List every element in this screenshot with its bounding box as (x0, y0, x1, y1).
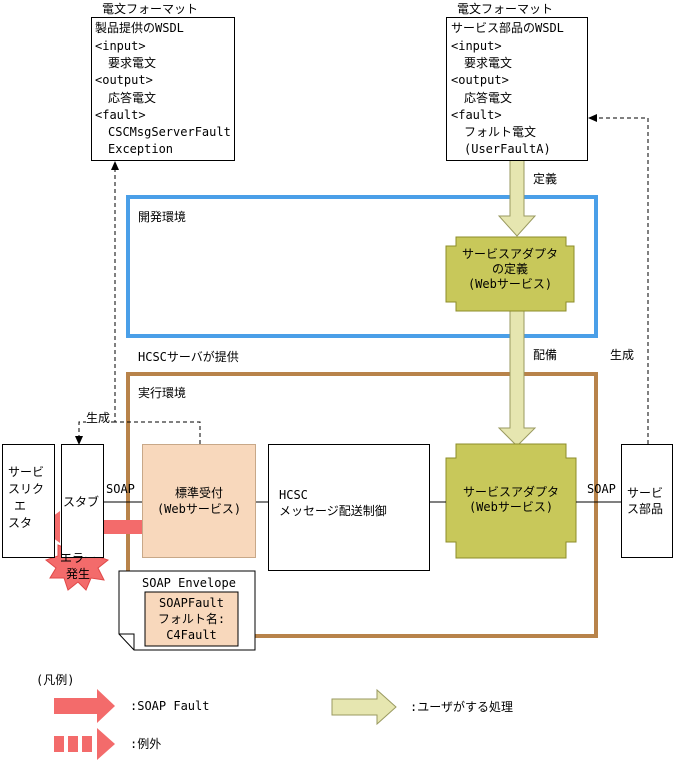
wsdl-right-line: <fault> (451, 108, 502, 122)
envelope-fault-line: SOAPFault (158, 596, 225, 610)
legend-exception-label: :例外 (130, 737, 162, 751)
adapter-rt-text: サービスアダプタ (Webサービス) (446, 485, 576, 515)
wsdl-right-line: <output> (451, 73, 509, 87)
adapter-def-line: の定義 (491, 262, 528, 276)
adapter-rt-line: サービスアダプタ (462, 485, 559, 499)
hcsc-provides-label: HCSCサーバが提供 (138, 350, 239, 364)
wsdl-right-line: 応答電文 (464, 91, 513, 105)
define-label: 定義 (533, 172, 558, 186)
standard-reception-box: 標準受付 (Webサービス) (142, 444, 256, 558)
stub-box: スタブ (61, 444, 104, 558)
standard-reception-line: (Webサービス) (156, 502, 242, 516)
wsdl-right-line: 要求電文 (464, 56, 513, 70)
service-component-line: サービ (627, 486, 664, 500)
legend-title: (凡例) (36, 673, 75, 687)
soap-left-label: SOAP (106, 482, 135, 496)
generate-right-label: 生成 (610, 348, 635, 362)
adapter-def-text: サービスアダプタ の定義 (Webサービス) (446, 247, 574, 292)
runtime-env-label: 実行環境 (138, 386, 187, 400)
wsdl-left-line: 要求電文 (108, 56, 157, 70)
wsdl-right-line: フォルト電文 (464, 125, 537, 139)
service-component-line: ス部品 (627, 502, 664, 516)
envelope-title: SOAP Envelope (142, 576, 236, 590)
stub-label: スタブ (63, 495, 100, 509)
service-requester-line: スリク (8, 482, 45, 496)
dev-env-label: 開発環境 (138, 210, 187, 224)
service-component-text: サービ ス部品 (627, 485, 663, 517)
legend-soap-fault-arrow (54, 689, 115, 723)
legend-soap-fault-label: :SOAP Fault (130, 699, 210, 713)
generate-right-line (595, 117, 649, 444)
wsdl-left-box: 製品提供のWSDL <input> 要求電文 <output> 応答電文 <fa… (91, 17, 235, 161)
generate-right-head (588, 114, 597, 122)
service-requester-box: サービ スリク エ スタ (2, 444, 55, 558)
wsdl-left-line: <input> (95, 39, 146, 53)
adapter-def-line: サービスアダプタ (461, 247, 558, 261)
adapter-def-shape (445, 236, 575, 312)
adapter-rt-shape (445, 443, 577, 559)
dev-env-frame (126, 195, 598, 338)
envelope-fault-text: SOAPFault フォルト名: C4Fault (145, 595, 238, 643)
wsdl-right-line: (UserFaultA) (464, 142, 551, 156)
soap-right-label: SOAP (587, 482, 616, 496)
legend-user-arrow (331, 688, 397, 726)
error-burst-line: 発生 (65, 567, 90, 581)
envelope-fault-line: C4Fault (166, 628, 217, 642)
envelope-fault-line: フォルト名: (157, 612, 226, 626)
generate-left-line-down (78, 421, 115, 437)
wsdl-left-line: 応答電文 (108, 91, 157, 105)
legend-user-process-label: :ユーザがする処理 (410, 700, 513, 714)
error-burst-text: エラー 発生 (56, 550, 100, 582)
wsdl-left-line: <output> (95, 73, 153, 87)
generate-left-head-up (111, 161, 119, 170)
envelope-fold (119, 633, 135, 650)
hcsc-routing-line: メッセージ配送制御 (279, 504, 387, 518)
wsdl-right-line: サービス部品のWSDL (451, 21, 564, 35)
adapter-def-line: (Webサービス) (467, 277, 553, 291)
legend-exception-dash-3 (82, 736, 92, 752)
wsdl-right-box: サービス部品のWSDL <input> 要求電文 <output> 応答電文 <… (446, 17, 588, 161)
wsdl-left-caption: 電文フォーマット (102, 2, 199, 16)
legend-exception-dash-1 (54, 736, 64, 752)
wsdl-left-line: <fault> (95, 108, 146, 122)
generate-left-label: 生成 (86, 411, 111, 425)
deploy-arrow (497, 310, 537, 447)
wsdl-left-line: 製品提供のWSDL (95, 21, 184, 35)
service-component-box: サービ ス部品 (621, 444, 673, 558)
service-requester-line: サービ (8, 465, 45, 479)
service-requester-line: スタ (8, 516, 33, 530)
runtime-env-frame (126, 372, 598, 638)
define-arrow (497, 159, 537, 237)
generate-left-head-down (75, 436, 83, 445)
hcsc-routing-text: HCSC メッセージ配送制御 (279, 487, 387, 519)
standard-reception-text: 標準受付 (Webサービス) (143, 485, 255, 517)
standard-reception-line: 標準受付 (174, 486, 223, 500)
envelope-fault-box (144, 591, 239, 647)
deploy-label: 配備 (533, 348, 558, 362)
service-requester-text: サービ スリク エ スタ (8, 464, 44, 532)
error-burst-line: エラー (59, 551, 96, 565)
hcsc-routing-box: HCSC メッセージ配送制御 (268, 444, 430, 571)
wsdl-right-caption: 電文フォーマット (457, 2, 554, 16)
generate-left-line-up (114, 169, 201, 444)
wsdl-left-line: CSCMsgServerFault (108, 125, 231, 139)
legend-exception-dash-2 (68, 736, 78, 752)
adapter-rt-line: (Webサービス) (468, 500, 554, 514)
wsdl-left-line: Exception (108, 142, 174, 156)
service-requester-line: エ (14, 499, 27, 513)
hcsc-routing-line: HCSC (279, 488, 308, 502)
wsdl-right-line: <input> (451, 39, 502, 53)
legend-exception-arrow-head (97, 728, 115, 760)
